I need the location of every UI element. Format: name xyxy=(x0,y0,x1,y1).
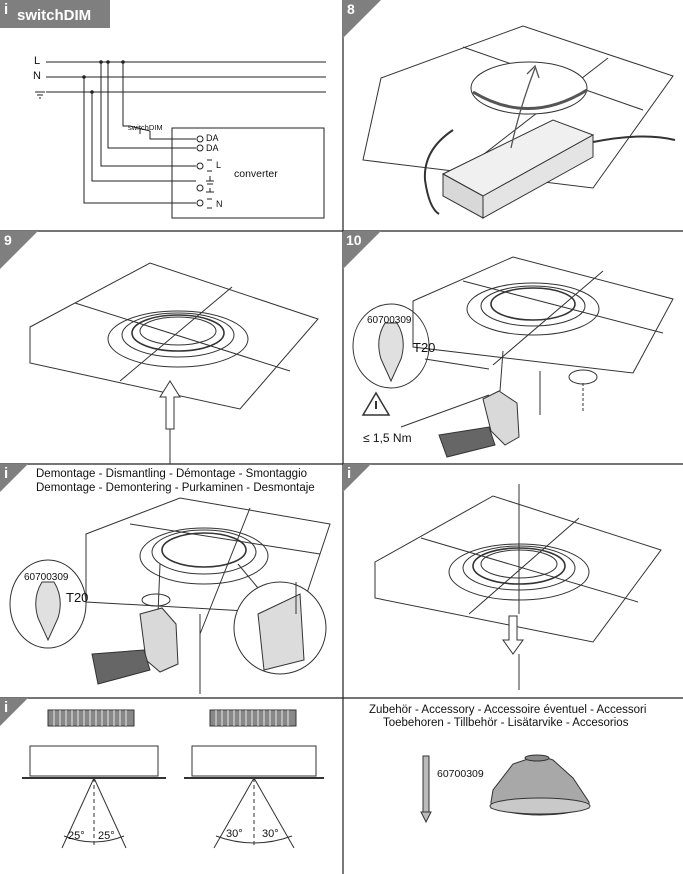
tilt-angle-panel: i 25° 25° 30° 30° xyxy=(0,698,343,874)
part-number: 60700309 xyxy=(437,768,484,780)
part-number: 60700309 xyxy=(24,572,69,583)
dismantling-illustration xyxy=(0,464,331,694)
accessory-illustration xyxy=(420,754,591,824)
line-label-n: N xyxy=(33,70,41,82)
step-number: 10 xyxy=(346,232,362,248)
panel-badge: i xyxy=(347,465,352,482)
line-label-l: L xyxy=(34,55,41,67)
dismantling-panel: i Demontage - Dismantling - Démontage - … xyxy=(0,464,343,698)
terminal-n: N xyxy=(216,199,223,209)
accessory-header-line-1: Zubehör - Accessory - Accessoire éventue… xyxy=(369,704,647,716)
left-angle-2: 25° xyxy=(98,830,115,842)
bit-size: T20 xyxy=(413,340,436,355)
luminaire-removal-illustration xyxy=(343,464,662,690)
accessory-header-line-2: Toebehoren - Tillbehör - Lisätarvike - A… xyxy=(383,717,629,729)
tilt-angle-illustration xyxy=(0,698,324,849)
step-9-panel: 9 xyxy=(0,231,343,464)
part-number: 60700309 xyxy=(367,315,412,326)
step-number: 9 xyxy=(4,232,12,248)
accessory-panel: Zubehör - Accessory - Accessoire éventue… xyxy=(343,698,683,874)
right-angle-2: 30° xyxy=(262,828,279,840)
terminal-l: L xyxy=(216,160,222,170)
dismantling-header-line-1: Demontage - Dismantling - Démontage - Sm… xyxy=(36,468,308,480)
right-angle-1: 30° xyxy=(226,828,243,840)
bit-size: T20 xyxy=(66,590,89,605)
converter-label: converter xyxy=(234,168,278,180)
screwdriver-tightening-illustration xyxy=(343,231,674,458)
wiring-panel: i switchDIM L N switchDIM DA DA L N conv… xyxy=(0,0,343,231)
dismantling-header-line-2: Demontage - Demontering - Purkaminen - D… xyxy=(36,482,315,494)
torque-value: ≤ 1,5 Nm xyxy=(363,431,412,445)
converter-insertion-illustration xyxy=(343,0,676,219)
wiring-diagram xyxy=(0,0,326,219)
panel-badge: i xyxy=(4,1,9,18)
panel-badge: i xyxy=(4,465,9,482)
luminaire-insertion-illustration xyxy=(0,231,319,464)
step-number: 8 xyxy=(347,1,355,17)
panel-badge: i xyxy=(4,699,9,716)
terminal-da-2: DA xyxy=(206,143,219,153)
step-10-panel: 10 60700309 T20 ≤ 1,5 Nm xyxy=(343,231,683,464)
terminal-da-1: DA xyxy=(206,133,219,143)
removal-panel: i xyxy=(343,464,683,698)
step-8-panel: 8 xyxy=(343,0,683,231)
switch-label: switchDIM xyxy=(128,123,163,132)
left-angle-1: 25° xyxy=(68,830,85,842)
wiring-title: switchDIM xyxy=(17,7,92,24)
